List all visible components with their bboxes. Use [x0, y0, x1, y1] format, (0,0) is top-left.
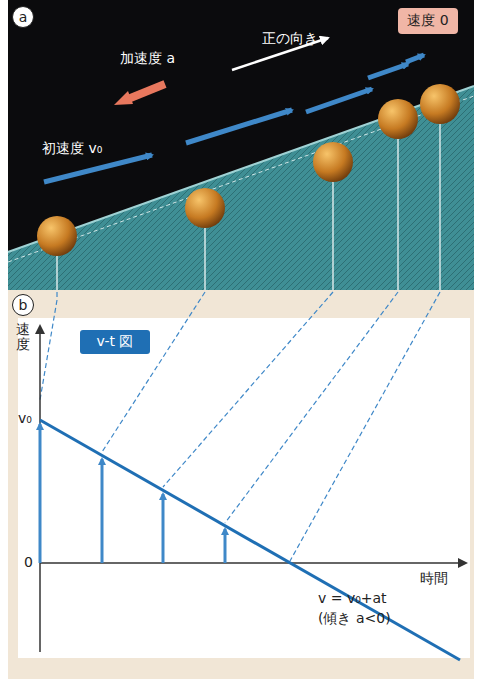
node-text: b: [19, 297, 28, 313]
state-tag: 速度 0: [398, 8, 458, 34]
note-label: (傾き a<0): [318, 610, 391, 627]
direction-label: 正の向き: [262, 30, 318, 47]
axis-label: 速度: [16, 322, 30, 353]
node-text: v-t 図: [97, 333, 134, 351]
panel-badge: a: [12, 6, 34, 28]
axis-value: 0: [24, 554, 33, 571]
initial-velocity-label: 初速度 v₀: [42, 140, 102, 157]
graph-title-tag: v-t 図: [80, 330, 150, 354]
equation-label: v = v₀+at: [318, 590, 387, 607]
axis-label: 時間: [420, 570, 448, 587]
node-text: a: [19, 9, 28, 25]
panel-badge: b: [12, 294, 34, 316]
axis-value: v₀: [18, 410, 32, 427]
acceleration-label: 加速度 a: [120, 50, 175, 67]
node-text: 速度 0: [407, 12, 448, 30]
